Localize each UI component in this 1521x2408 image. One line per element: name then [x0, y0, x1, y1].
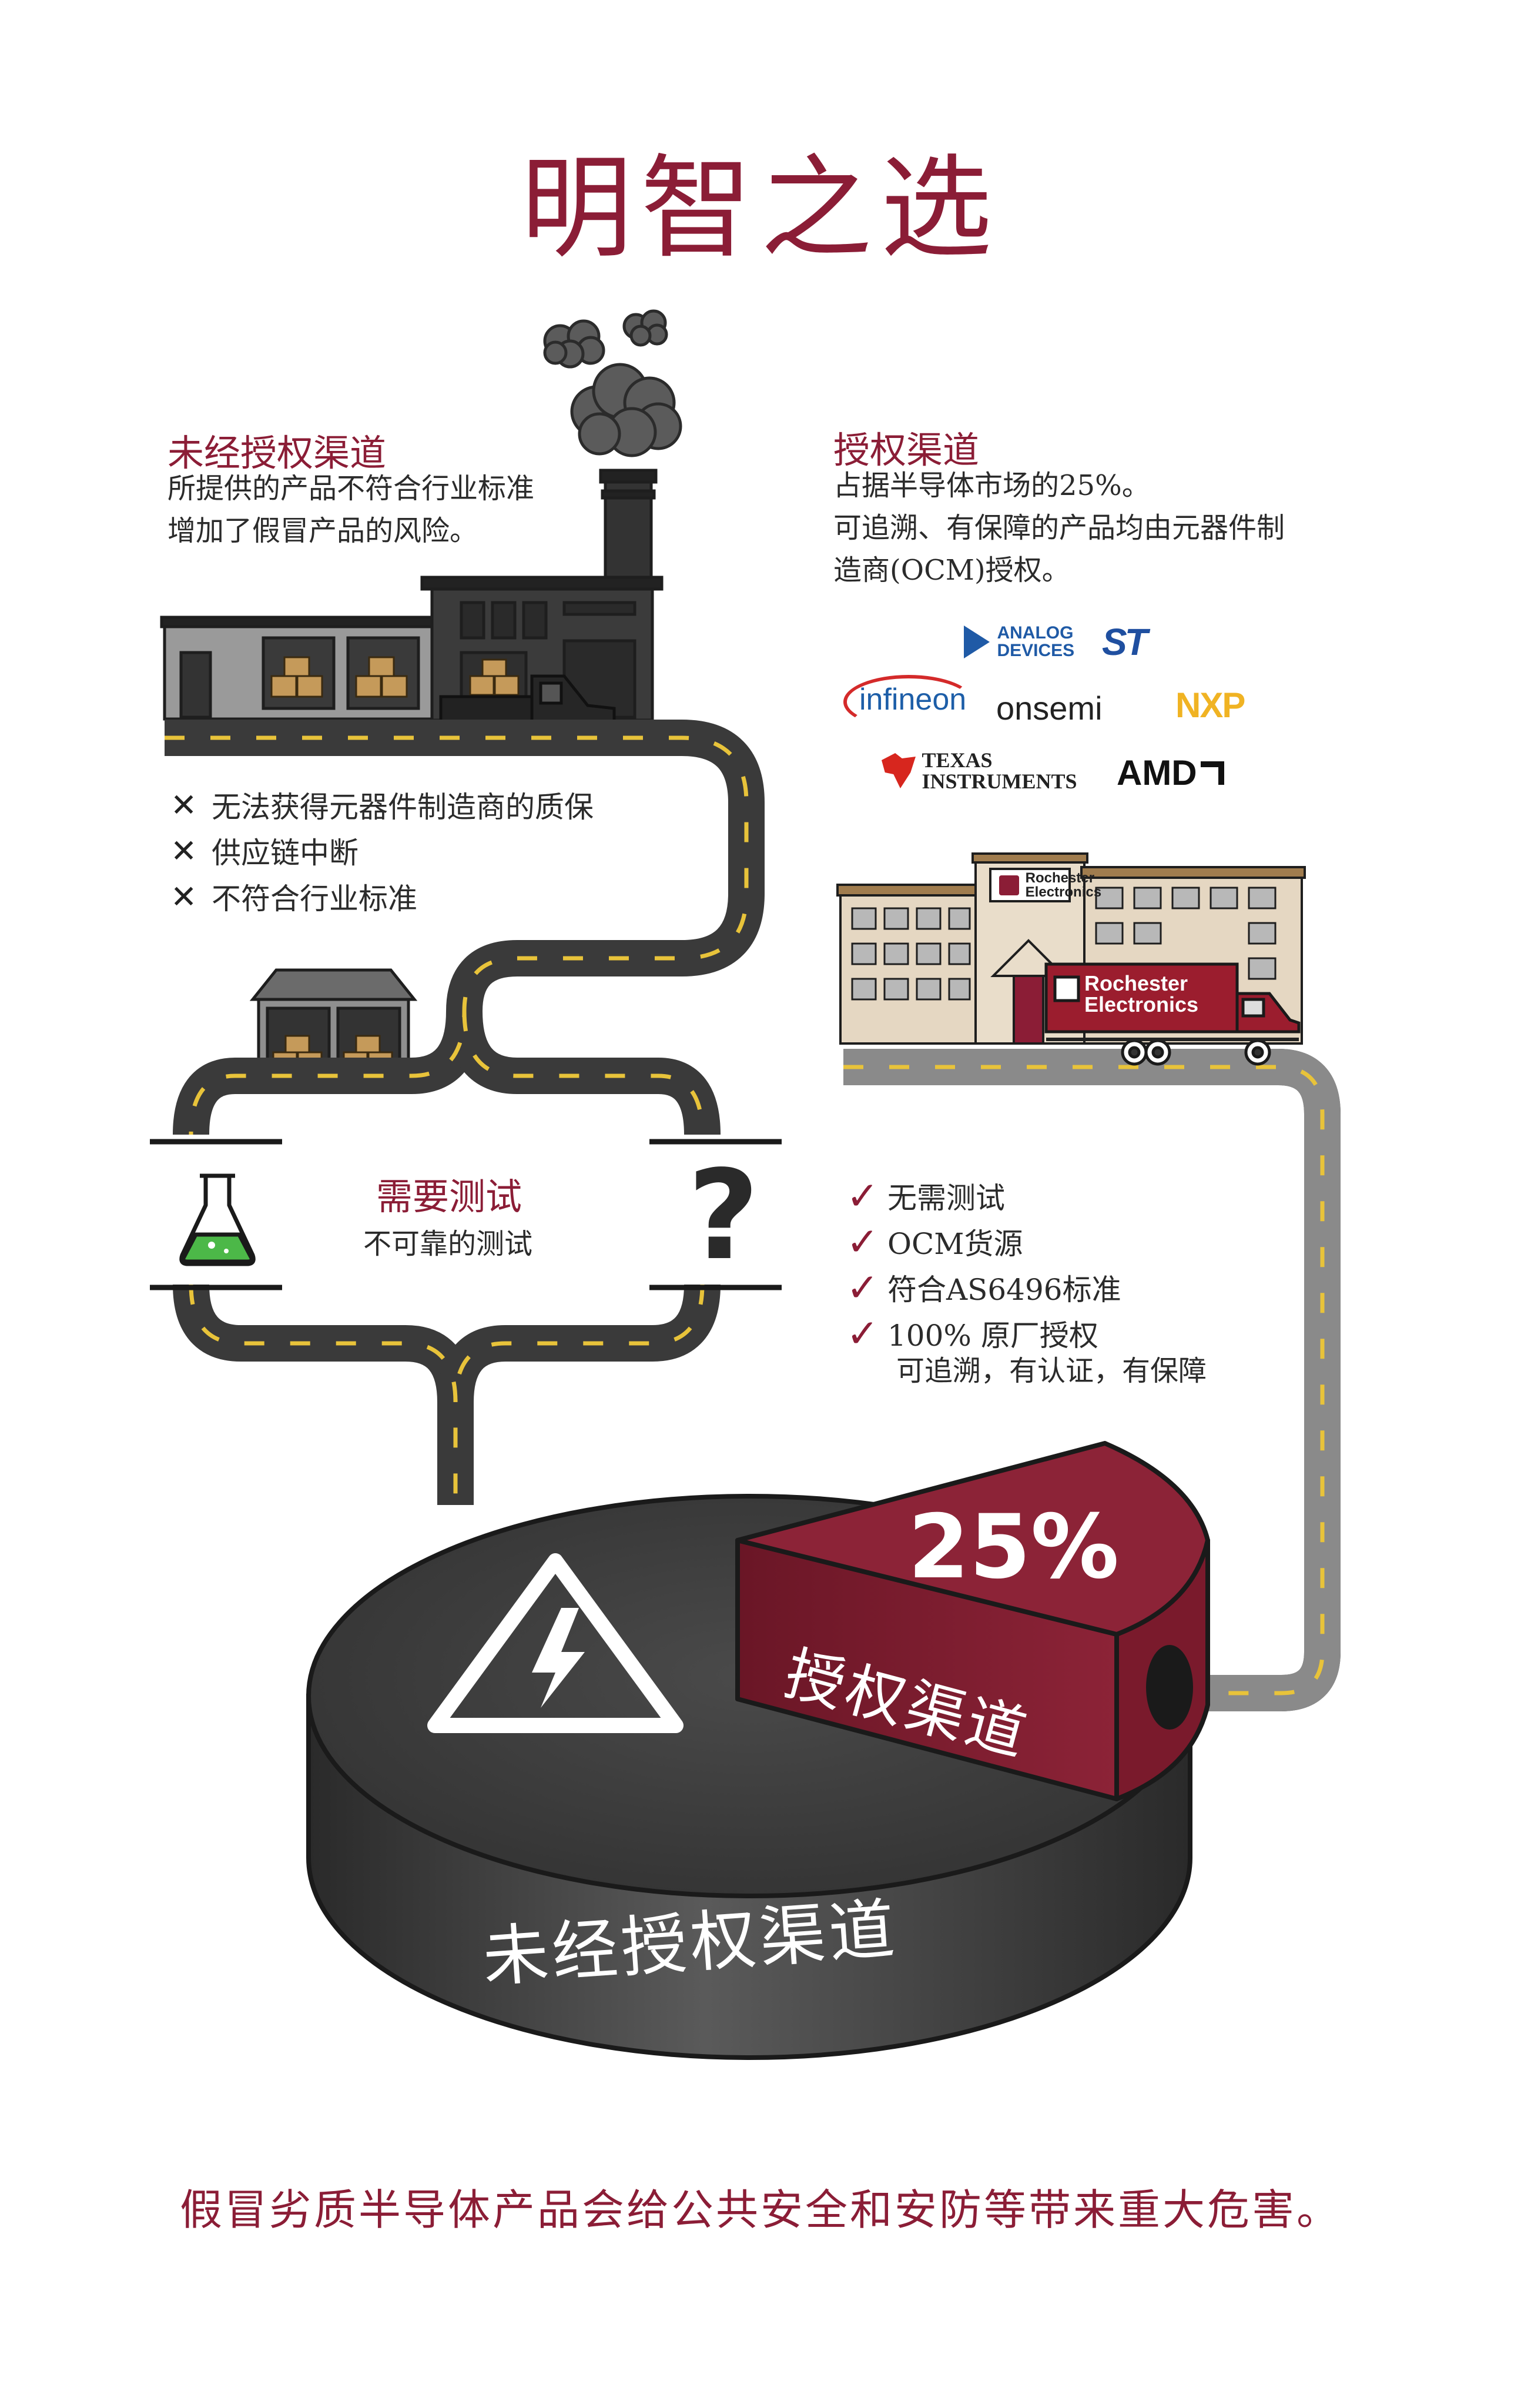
checkmark-icon: ✓ [846, 1219, 879, 1265]
checkmark-icon: ✓ [846, 1265, 879, 1310]
checkmark-icon: ✓ [846, 1173, 879, 1219]
pie-slice-authorized [735, 1441, 1210, 1801]
list-item: ✕ 无法获得元器件制造商的质保 [170, 782, 594, 828]
benefit-text: 100% 原厂授权 [887, 1319, 1098, 1353]
issue-text: 无法获得元器件制造商的质保 [212, 790, 594, 824]
testing-heading: 需要测试 [376, 1175, 522, 1218]
unauthorized-heading: 未经授权渠道 [167, 432, 387, 474]
building-windows [851, 887, 1277, 1001]
building-sign-line2: Electronics [1025, 884, 1102, 900]
road-network [165, 720, 1341, 1711]
benefit-text: OCM货源 [887, 1227, 1023, 1261]
authorized-desc-line3: 造商(OCM)授权。 [833, 554, 1070, 587]
analog-line1: ANALOG [997, 623, 1074, 643]
smoke-clouds [543, 309, 682, 457]
benefit-text: 无需测试 [887, 1181, 1005, 1215]
footer-text: 假冒劣质半导体产品会给公共安全和安防等带来重大危害。 [179, 2185, 1341, 2235]
testing-sub: 不可靠的测试 [363, 1228, 533, 1260]
rochester-truck [1044, 962, 1301, 1066]
market-share-pie [306, 1441, 1210, 2060]
list-item: ✓无需测试 [846, 1173, 1121, 1219]
texas-state-icon [882, 753, 916, 788]
x-mark-icon: ✕ [170, 786, 197, 824]
pie-percent-label: 25% [908, 1496, 1120, 1598]
amd-text: AMD [1117, 753, 1197, 792]
truck-sign-line1: Rochester [1084, 971, 1188, 995]
infineon-logo: infineon [859, 683, 967, 717]
onsemi-logo: onsemi [996, 690, 1103, 727]
question-mark-icon: ? [688, 1143, 759, 1287]
authorized-desc-line1: 占据半导体市场的25%。 [833, 469, 1150, 502]
amd-arrow-icon [1200, 761, 1224, 785]
st-logo: ST [1102, 621, 1148, 663]
nxp-logo: NXP [1175, 685, 1245, 725]
truck-sign-line2: Electronics [1084, 992, 1199, 1016]
building-sign-line1: Rochester [1025, 870, 1095, 886]
flask-icon [179, 1173, 256, 1266]
high-voltage-warning-icon [427, 1553, 684, 1733]
boxes-in-factory [270, 656, 520, 698]
list-item: ✕ 供应链中断 [170, 828, 594, 874]
rochester-logo-icon [999, 875, 1019, 895]
infineon-swoosh-icon [843, 675, 974, 729]
road-tunnel [1146, 1645, 1193, 1730]
benefit-text: 符合AS6496标准 [887, 1273, 1121, 1307]
analog-line2: DEVICES [997, 641, 1075, 660]
authorized-desc-line2: 可追溯、有保障的产品均由元器件制 [833, 511, 1285, 544]
unauthorized-desc-line2: 增加了假冒产品的风险。 [167, 514, 478, 547]
list-item: ✓100% 原厂授权 [846, 1310, 1121, 1356]
list-item: ✓符合AS6496标准 [846, 1265, 1121, 1310]
unauthorized-desc-line1: 所提供的产品不符合行业标准 [167, 472, 535, 505]
x-mark-icon: ✕ [170, 878, 197, 915]
x-mark-icon: ✕ [170, 832, 197, 869]
ti-line1: TEXAS [922, 748, 993, 772]
testing-station-lines [150, 1139, 782, 1290]
unauthorized-issues-list: ✕ 无法获得元器件制造商的质保 ✕ 供应链中断 ✕ 不符合行业标准 [170, 782, 594, 919]
checkmark-icon: ✓ [846, 1310, 879, 1356]
analog-devices-triangle-icon [964, 626, 990, 658]
list-item: ✕ 不符合行业标准 [170, 874, 594, 919]
benefit-subtext: 可追溯，有认证，有保障 [896, 1354, 1207, 1387]
issue-text: 不符合行业标准 [212, 882, 417, 916]
page-title: 明智之选 [520, 143, 1000, 273]
issue-text: 供应链中断 [212, 836, 359, 870]
amd-logo: AMD [1117, 752, 1224, 793]
ti-line2: INSTRUMENTS [922, 770, 1077, 793]
authorized-heading: 授权渠道 [833, 429, 980, 471]
list-item: ✓OCM货源 [846, 1219, 1121, 1265]
authorized-benefits-list: ✓无需测试 ✓OCM货源 ✓符合AS6496标准 ✓100% 原厂授权 [846, 1173, 1121, 1356]
